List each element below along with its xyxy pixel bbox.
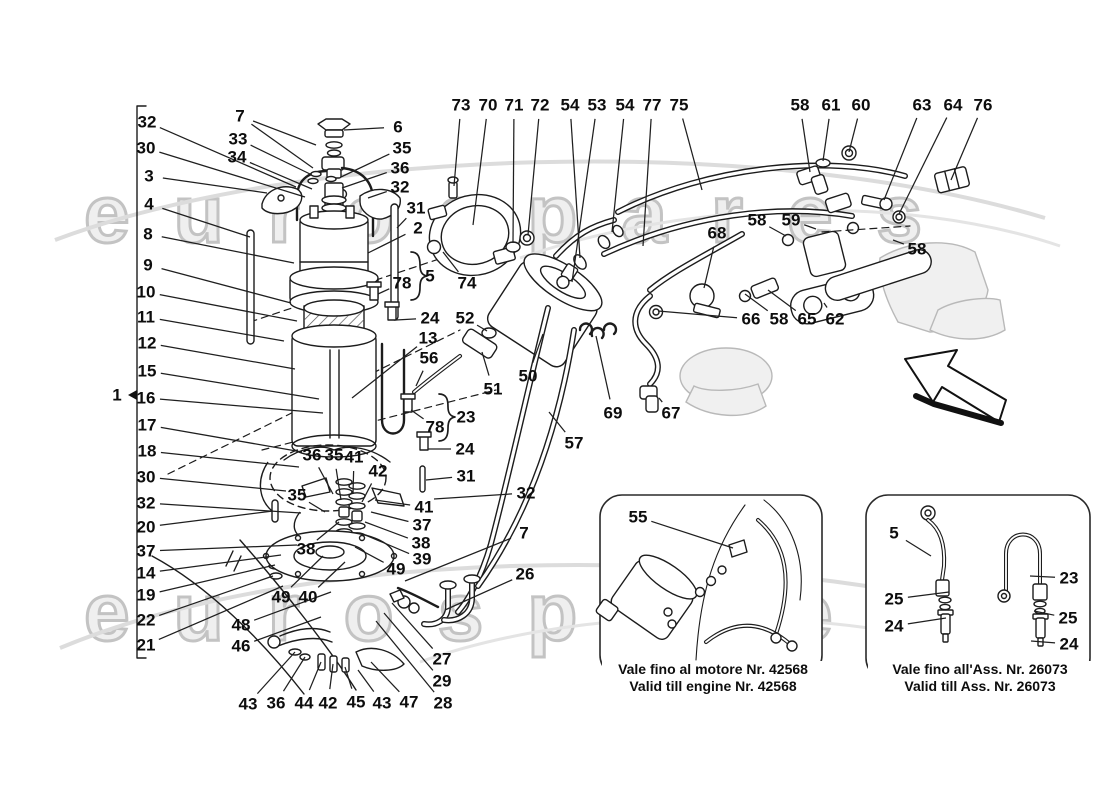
group-bracket-1 xyxy=(128,105,147,659)
inset-box-1 xyxy=(595,494,823,678)
inset-1-caption-line-2: Valid till engine Nr. 42568 xyxy=(629,677,797,694)
leader-lines xyxy=(158,117,1056,695)
inset-box-2 xyxy=(865,494,1091,681)
inset-2-caption-line-2: Valid till Ass. Nr. 26073 xyxy=(904,677,1056,694)
hoses-drawing xyxy=(389,145,970,628)
clamp-drawing xyxy=(426,176,535,277)
inset-2-caption: Vale fino all'Ass. Nr. 26073 Valid till … xyxy=(868,661,1092,695)
inset-1-caption-line-1: Vale fino al motore Nr. 42568 xyxy=(618,661,808,677)
inset-1-caption: Vale fino al motore Nr. 42568 Valid till… xyxy=(602,661,824,695)
inset-2-caption-line-1: Vale fino all'Ass. Nr. 26073 xyxy=(892,661,1068,677)
direction-arrow-icon xyxy=(904,349,1007,426)
brace-5 xyxy=(410,251,428,301)
fuel-pump-assembly-drawing xyxy=(246,118,432,673)
brace-23 xyxy=(438,393,456,442)
